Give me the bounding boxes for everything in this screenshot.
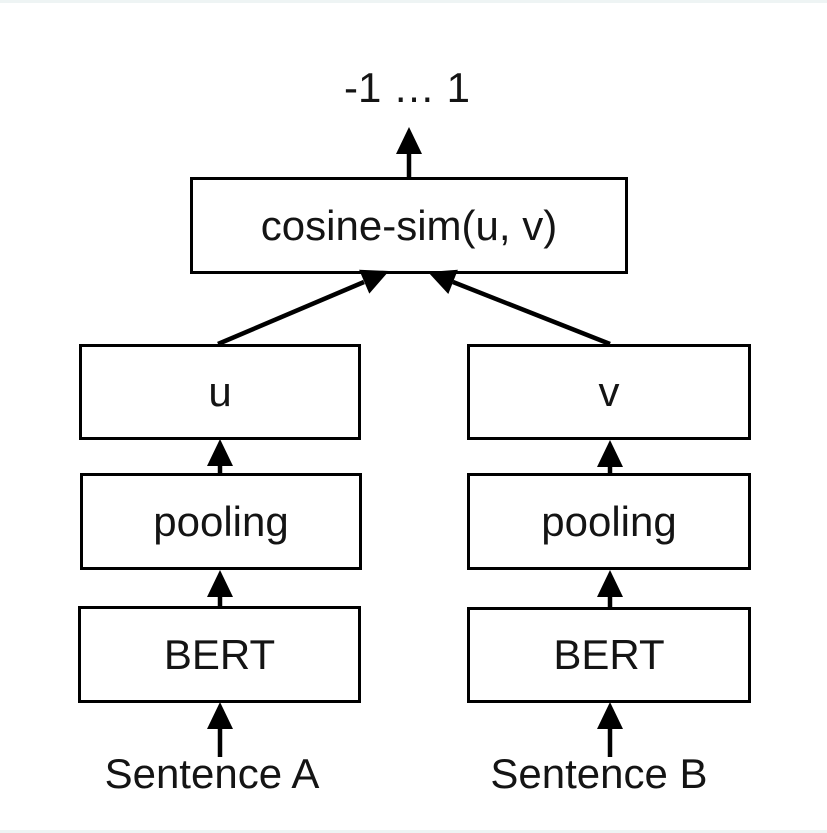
arrow-pooling-to-u-left-icon — [207, 439, 233, 473]
cosine-sim-label: cosine-sim(u, v) — [260, 201, 558, 249]
bert-right-box: BERT — [467, 607, 751, 703]
arrow-input-to-bert-left-icon — [207, 702, 233, 757]
embedding-v-label: v — [598, 368, 620, 415]
arrow-bert-to-pooling-right-icon — [597, 570, 623, 607]
arrow-pooling-to-v-right-icon — [597, 440, 623, 473]
arrow-input-to-bert-right-icon — [597, 702, 623, 757]
pooling-left-box: pooling — [80, 473, 362, 570]
bert-left-box: BERT — [78, 606, 361, 703]
bert-left-label: BERT — [163, 630, 276, 678]
pooling-right-label: pooling — [541, 497, 677, 545]
bert-right-label: BERT — [553, 631, 665, 678]
cosine-sim-box: cosine-sim(u, v) — [190, 177, 628, 274]
pooling-right-box: pooling — [467, 473, 751, 570]
embedding-u-label: u — [208, 368, 232, 415]
diagonal-arrow-left-icon — [217, 269, 389, 347]
pooling-left-label: pooling — [153, 497, 289, 545]
top-edge-strip — [0, 0, 827, 3]
embedding-u-box: u — [79, 344, 361, 440]
sentence-b-label: Sentence B — [490, 750, 708, 797]
diagonal-arrow-right-icon — [428, 269, 611, 347]
bottom-edge-strip — [0, 830, 827, 833]
sentence-a-label: Sentence A — [104, 750, 320, 797]
output-range-label: -1 … 1 — [343, 64, 471, 111]
embedding-v-box: v — [467, 344, 751, 440]
arrow-bert-to-pooling-left-icon — [207, 570, 233, 606]
output-arrow-up-icon — [396, 127, 422, 177]
